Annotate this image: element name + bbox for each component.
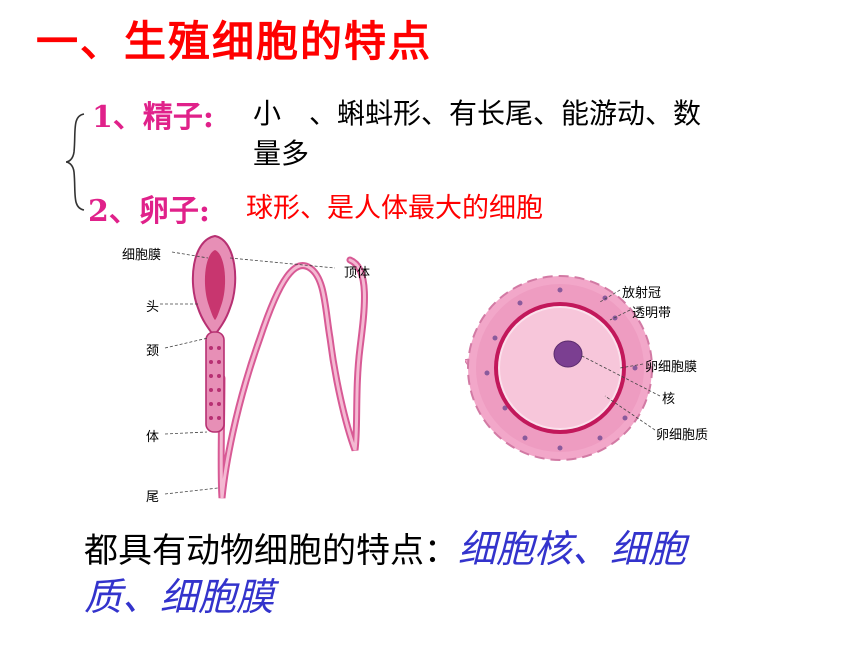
- sperm-body: [205, 331, 225, 433]
- egg-diagram: [465, 275, 661, 461]
- conclusion-prefix: 都具有动物细胞的特点：: [84, 531, 458, 571]
- sperm-label-tail: 尾: [146, 490, 160, 505]
- sperm-label-acrosome: 顶体: [344, 266, 371, 281]
- egg-label-corona: 放射冠: [622, 286, 662, 301]
- conclusion-line2: 质、细胞膜: [84, 566, 274, 621]
- conclusion-emphasis-line1: 细胞核、细胞: [458, 527, 687, 571]
- egg-label-cytoplasm: 卵细胞质: [656, 428, 709, 443]
- sperm-description-line2: 量多: [253, 137, 310, 170]
- egg-label-nucleus: 核: [662, 392, 676, 407]
- sperm-label-head: 头: [146, 300, 160, 315]
- slide-title: 一、生殖细胞的特点: [36, 17, 433, 66]
- egg-label-zona: 透明带: [632, 306, 672, 321]
- sperm-label-neck: 颈: [146, 344, 160, 359]
- sperm-diagram: [160, 234, 368, 499]
- conclusion-line1: 都具有动物细胞的特点：细胞核、细胞: [84, 518, 686, 573]
- conclusion-emphasis-line2: 质、细胞膜: [84, 575, 275, 619]
- sperm-description-line1: 小 、蝌蚪形、有长尾、能游动、数: [253, 97, 702, 130]
- sperm-label: 1、精子:: [92, 100, 214, 135]
- egg-nucleus: [553, 340, 583, 368]
- sperm-tail: [217, 256, 368, 499]
- brace-icon: [65, 113, 85, 211]
- egg-description: 球形、是人体最大的细胞: [246, 193, 543, 224]
- sperm-label-membrane: 细胞膜: [122, 248, 162, 263]
- sperm-label-body: 体: [146, 430, 160, 445]
- egg-label-membrane: 卵细胞膜: [645, 360, 698, 375]
- egg-cytoplasm: [500, 308, 620, 428]
- egg-label: 2、卵子:: [88, 194, 210, 229]
